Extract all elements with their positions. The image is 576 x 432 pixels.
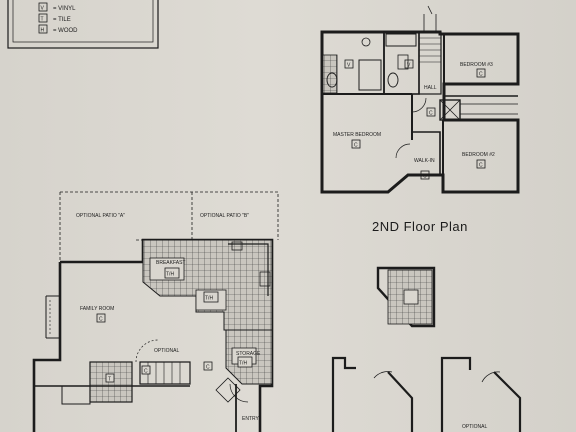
room-label-hall: HALL xyxy=(424,85,437,91)
floor-code-hall-1st: C xyxy=(206,365,210,371)
floor-code-kitchen: T/H xyxy=(205,296,213,302)
first-floor-plan xyxy=(32,191,279,432)
room-label-family: FAMILY ROOM xyxy=(80,306,114,312)
optional-bath-detail xyxy=(376,266,436,328)
optional-outline-left xyxy=(331,356,414,432)
floor-code-bath1: V xyxy=(347,63,351,69)
room-label-master: MASTER BEDROOM xyxy=(333,132,381,138)
label-optional-patio-a: OPTIONAL PATIO "A" xyxy=(76,213,125,219)
floor-code-bedroom2: C xyxy=(479,163,483,169)
legend-item-wood: H = WOOD xyxy=(38,24,78,34)
legend-code-wood: H xyxy=(41,28,45,34)
floor-code-bedroom3: C xyxy=(479,72,483,78)
floor-code-storage: T/H xyxy=(239,361,247,367)
legend-label-wood: = WOOD xyxy=(53,28,78,34)
label-optional-bottom-right: OPTIONAL xyxy=(462,424,488,430)
first-floor-labels: OPTIONAL PATIO "A" OPTIONAL PATIO "B" BR… xyxy=(76,213,488,430)
second-floor-plan xyxy=(320,5,520,194)
room-label-walkin: WALK-IN xyxy=(414,158,435,164)
room-label-breakfast: BREAKFAST xyxy=(156,260,185,266)
floor-code-stair: C xyxy=(144,369,148,375)
label-optional-patio-b: OPTIONAL PATIO "B" xyxy=(200,213,249,219)
floor-code-powder: T xyxy=(108,377,111,383)
legend-box: V = VINYL T = TILE H = WOOD xyxy=(7,0,159,49)
legend-code-tile: T xyxy=(41,17,44,23)
room-label-bedroom3: BEDROOM #3 xyxy=(460,62,493,68)
floor-code-bath2: V xyxy=(407,63,411,69)
second-floor-title: 2ND Floor Plan xyxy=(372,219,468,234)
floor-code-walkin: C xyxy=(423,174,427,180)
optional-outline-right xyxy=(440,356,522,432)
second-floor-labels: BEDROOM #3 C BEDROOM #2 C MASTER BEDROOM… xyxy=(333,59,495,180)
legend-label-vinyl: = VINYL xyxy=(53,6,76,12)
floor-code-family: C xyxy=(99,317,103,323)
legend-code-vinyl: V xyxy=(41,6,45,12)
legend-item-tile: T = TILE xyxy=(38,13,71,23)
floor-code-master: C xyxy=(354,143,358,149)
room-label-entry: ENTRY xyxy=(242,416,260,422)
room-label-storage: STORAGE xyxy=(236,351,261,357)
room-label-bedroom2: BEDROOM #2 xyxy=(462,152,495,158)
floor-code-breakfast: T/H xyxy=(166,272,174,278)
label-optional-stair: OPTIONAL xyxy=(154,348,180,354)
floor-code-hall: C xyxy=(429,111,433,117)
legend-label-tile: = TILE xyxy=(53,17,71,23)
legend-item-vinyl: V = VINYL xyxy=(38,2,76,12)
